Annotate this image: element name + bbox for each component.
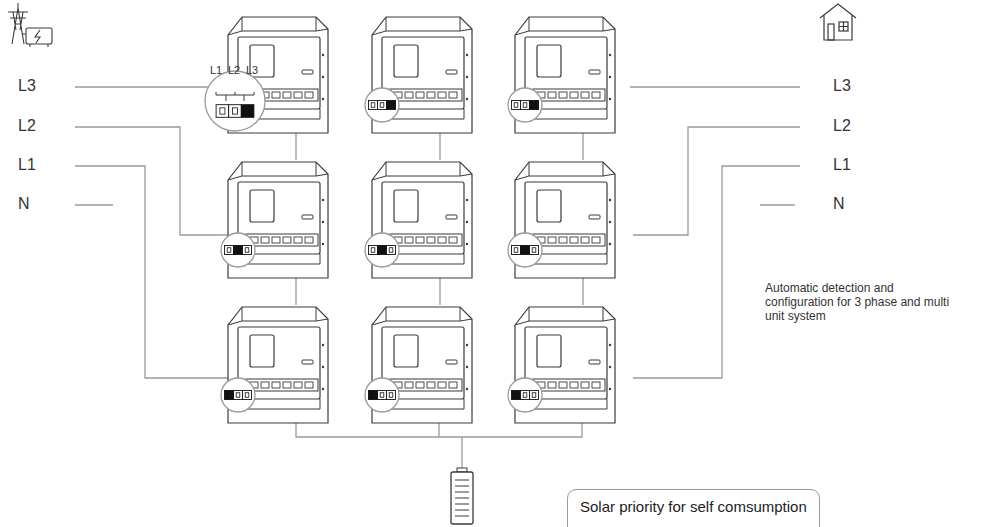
phase-label: N xyxy=(833,195,845,213)
note-box: Solar priority for self comsumption xyxy=(567,489,820,527)
wire xyxy=(295,133,296,160)
wire xyxy=(296,423,582,437)
inverter-unit xyxy=(508,17,615,133)
inverter-unit xyxy=(205,17,328,133)
wire xyxy=(75,86,215,87)
wire xyxy=(75,166,228,378)
inverter-unit xyxy=(365,307,472,423)
phase-label: L3 xyxy=(18,77,36,95)
inverter-unit xyxy=(508,307,615,423)
wire xyxy=(633,127,800,235)
phase-label: L1 xyxy=(18,156,36,174)
phase-label: L2 xyxy=(833,117,851,135)
wire xyxy=(75,127,228,235)
phase-label: L3 xyxy=(246,64,258,77)
phase-label: L1 xyxy=(210,64,222,77)
wire xyxy=(582,133,583,160)
wire xyxy=(439,133,440,160)
inverter-unit xyxy=(221,162,328,278)
wire xyxy=(630,86,800,87)
wire xyxy=(75,204,113,205)
note-text: Automatic detection and configuration fo… xyxy=(765,282,955,323)
inverter-unit xyxy=(508,162,615,278)
phase-label: N xyxy=(18,195,30,213)
battery-icon xyxy=(451,468,473,524)
wire xyxy=(760,204,795,205)
wire xyxy=(461,437,462,468)
phase-label: L3 xyxy=(833,77,851,95)
wires xyxy=(75,87,800,468)
house-icon xyxy=(820,4,856,40)
inverter-unit xyxy=(365,17,472,133)
phase-label: L2 xyxy=(228,64,240,77)
note-text: Solar priority for self comsumption xyxy=(580,498,807,515)
inverter-unit xyxy=(221,307,328,423)
wire xyxy=(438,423,439,437)
wire xyxy=(582,278,583,305)
wire xyxy=(439,278,440,305)
wire xyxy=(633,166,800,378)
grid-generator-icon xyxy=(8,3,52,47)
inverter-unit xyxy=(365,162,472,278)
phase-label: L1 xyxy=(833,156,851,174)
phase-label: L2 xyxy=(18,117,36,135)
wire xyxy=(295,278,296,305)
